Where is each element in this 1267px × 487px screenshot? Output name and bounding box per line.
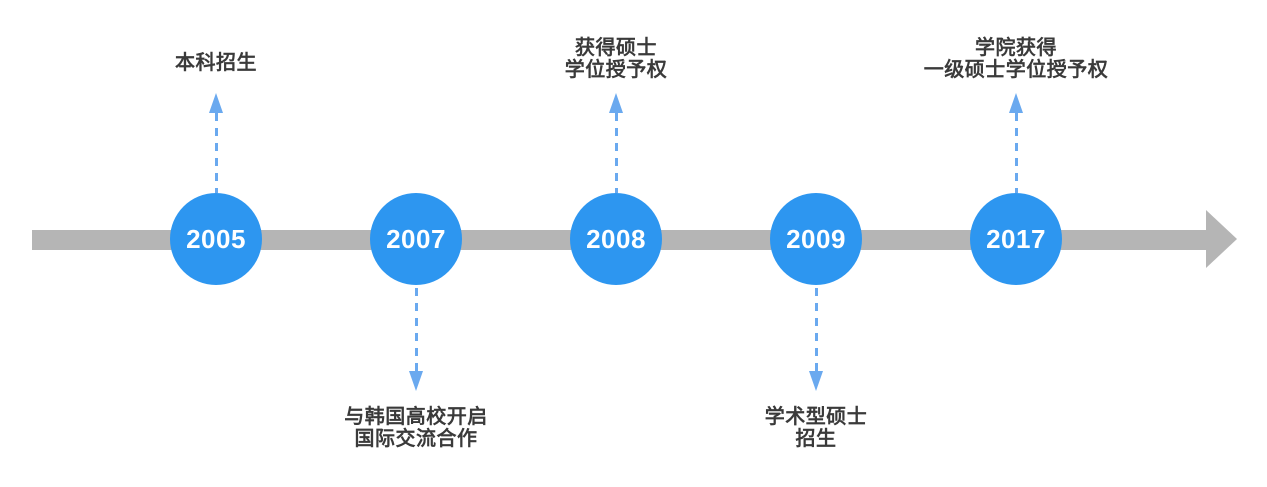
year-label: 2007 bbox=[386, 223, 446, 254]
year-node: 2017 bbox=[970, 193, 1062, 285]
dashed-connector bbox=[1015, 113, 1018, 193]
event-label: 与韩国高校开启 国际交流合作 bbox=[266, 406, 566, 450]
event-label-line: 与韩国高校开启 bbox=[344, 406, 488, 428]
event-label-line: 学位授予权 bbox=[564, 59, 668, 81]
dashed-arrow-up-icon bbox=[209, 93, 223, 113]
year-node: 2005 bbox=[170, 193, 262, 285]
dashed-connector bbox=[215, 113, 218, 193]
year-node: 2007 bbox=[370, 193, 462, 285]
event-label-line: 学术型硕士 bbox=[764, 406, 868, 428]
event-label-line: 获得硕士 bbox=[575, 37, 657, 59]
year-node: 2008 bbox=[570, 193, 662, 285]
event-label-line: 学院获得 bbox=[975, 37, 1057, 59]
year-node: 2009 bbox=[770, 193, 862, 285]
dashed-connector bbox=[415, 288, 418, 372]
event-label: 学术型硕士 招生 bbox=[666, 406, 966, 450]
dashed-arrow-down-icon bbox=[809, 371, 823, 391]
event-label: 本科招生 bbox=[66, 52, 366, 74]
dashed-arrow-up-icon bbox=[1009, 93, 1023, 113]
event-label-line: 国际交流合作 bbox=[354, 428, 478, 450]
dashed-connector bbox=[815, 288, 818, 372]
dashed-connector bbox=[615, 113, 618, 193]
event-label: 获得硕士 学位授予权 bbox=[466, 37, 766, 81]
year-label: 2008 bbox=[586, 223, 646, 254]
event-label-line: 一级硕士学位授予权 bbox=[923, 59, 1109, 81]
year-label: 2005 bbox=[186, 223, 246, 254]
dashed-arrow-down-icon bbox=[409, 371, 423, 391]
event-label: 学院获得 一级硕士学位授予权 bbox=[866, 37, 1166, 81]
timeline-axis-arrowhead-icon bbox=[1206, 210, 1237, 268]
year-label: 2017 bbox=[986, 223, 1046, 254]
dashed-arrow-up-icon bbox=[609, 93, 623, 113]
event-label-line: 招生 bbox=[795, 428, 837, 450]
year-label: 2009 bbox=[786, 223, 846, 254]
event-label-line: 本科招生 bbox=[175, 52, 257, 74]
